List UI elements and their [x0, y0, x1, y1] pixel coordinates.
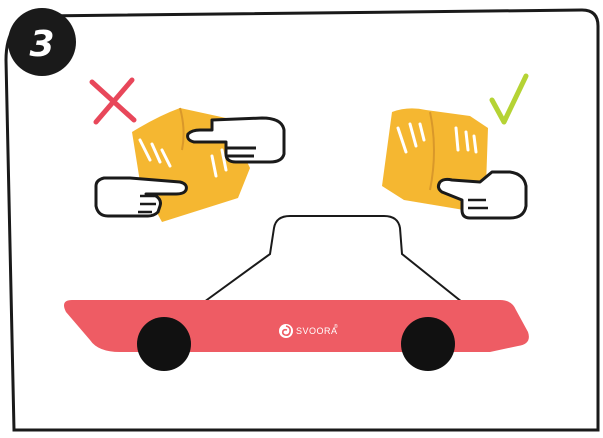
brand-logo: SVOORA ®	[279, 323, 338, 338]
brand-registered-mark: ®	[334, 323, 338, 330]
wheel-front	[137, 317, 191, 371]
brand-name: SVOORA	[296, 326, 338, 336]
wheel-rear	[401, 317, 455, 371]
step-badge: 3	[8, 8, 76, 76]
panel-frame	[6, 10, 598, 430]
step-number: 3	[29, 24, 54, 65]
